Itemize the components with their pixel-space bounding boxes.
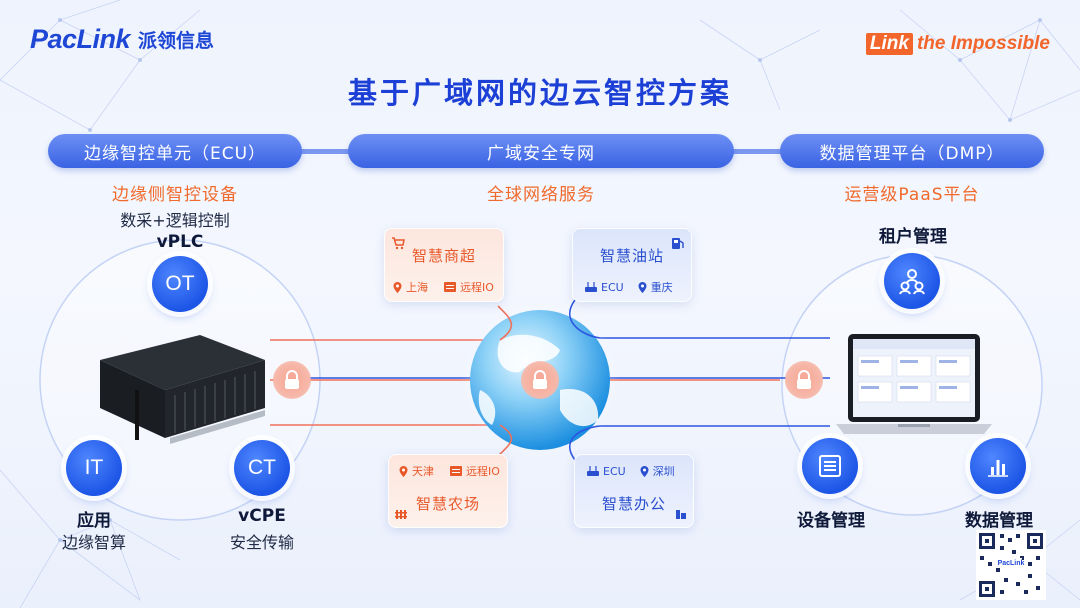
ct-node: CT (234, 440, 290, 496)
card-smart-farm: 天津 远程IO 智慧农场 (388, 454, 508, 528)
left-subtitle: 边缘侧智控设备 (112, 185, 238, 205)
location-pin-icon (393, 281, 402, 293)
tenant-node (884, 253, 940, 309)
bar-chart-icon (988, 460, 1008, 477)
card-title: 智慧农场 (415, 495, 480, 513)
fence-icon (395, 504, 407, 523)
device-node (802, 438, 858, 494)
card-meta: ECU 深圳 (587, 463, 675, 479)
card-tag: ECU (603, 464, 626, 478)
card-title: 智慧油站 (599, 247, 664, 265)
it-label: 应用 (77, 511, 111, 531)
lock-icon (273, 361, 311, 399)
laptop-dashboard-illustration (836, 334, 992, 434)
card-location: 深圳 (652, 465, 675, 478)
slogan: Link the Impossible (865, 33, 1050, 55)
tenant-label: 租户管理 (879, 227, 947, 247)
card-title: 智慧办公 (601, 495, 666, 513)
card-smart-gas-station: 智慧油站 ECU 重庆 (572, 228, 692, 302)
card-location: 天津 (412, 465, 434, 478)
building-icon (675, 504, 687, 523)
card-meta: ECU 重庆 (585, 279, 673, 295)
card-meta: 天津 远程IO (399, 463, 500, 479)
card-location: 上海 (406, 281, 428, 294)
slogan-highlight: Link (865, 33, 913, 55)
list-icon (819, 455, 841, 477)
qr-code (976, 530, 1046, 600)
card-title: 智慧商超 (411, 247, 476, 265)
router-icon (585, 282, 597, 292)
brand-logo: PacLink (30, 24, 131, 54)
page-title: 基于广域网的边云智控方案 (347, 76, 732, 110)
location-pin-icon (638, 281, 647, 293)
left-desc: 数采+逻辑控制 (120, 211, 230, 230)
cart-icon (391, 235, 405, 254)
router-icon (587, 466, 599, 476)
location-pin-icon (640, 465, 649, 477)
brand-name: 派领信息 (138, 30, 215, 52)
io-module-icon (444, 282, 456, 292)
users-icon (899, 269, 925, 295)
lock-icon (785, 361, 823, 399)
it-desc: 边缘智算 (61, 533, 126, 552)
it-node: IT (66, 440, 122, 496)
qr-caption: PacLink (997, 560, 1025, 567)
fuel-pump-icon (671, 235, 685, 254)
ot-node: OT (152, 256, 208, 312)
card-meta: 上海 远程IO (393, 279, 494, 295)
ct-desc: 安全传输 (229, 533, 294, 552)
lock-icon (521, 361, 559, 399)
card-smart-office: ECU 深圳 智慧办公 (574, 454, 694, 528)
card-tag: ECU (601, 280, 624, 294)
right-subtitle: 运营级PaaS平台 (844, 185, 980, 205)
location-pin-icon (399, 465, 408, 477)
pill-ecu: 边缘智控单元（ECU） (48, 134, 302, 168)
card-location: 重庆 (650, 281, 673, 294)
io-module-icon (450, 466, 462, 476)
data-label: 数据管理 (965, 511, 1033, 531)
brand: PacLink 派领信息 (30, 24, 214, 55)
device-label: 设备管理 (797, 511, 865, 531)
pill-dmp: 数据管理平台（DMP） (780, 134, 1044, 168)
pill-network: 广域安全专网 (348, 134, 734, 168)
data-node (970, 438, 1026, 494)
edge-device-illustration (100, 335, 265, 444)
card-smart-market: 智慧商超 上海 远程IO (384, 228, 504, 302)
card-tag: 远程IO (460, 281, 494, 294)
ot-label: vPLC (156, 232, 204, 252)
ct-label: vCPE (238, 506, 286, 526)
slogan-rest: the Impossible (916, 33, 1050, 54)
middle-subtitle: 全球网络服务 (487, 185, 595, 205)
card-tag: 远程IO (466, 465, 500, 478)
